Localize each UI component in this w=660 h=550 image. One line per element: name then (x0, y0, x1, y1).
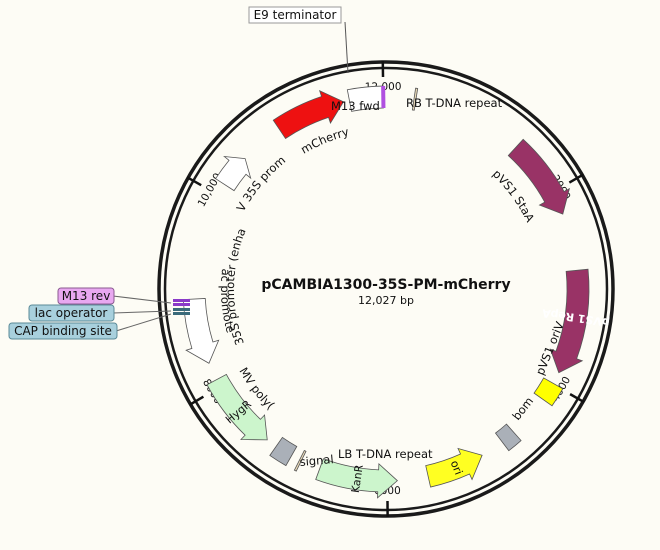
feature-ori (425, 447, 483, 488)
feature-bom (494, 423, 522, 452)
signal-label: signal (299, 452, 334, 469)
mcherry-label: mCherry (298, 125, 350, 157)
cap-binding-flag (8, 322, 118, 340)
cap-site-leader (115, 313, 172, 332)
tick-8000 (188, 395, 205, 406)
lac-operator-leader (112, 310, 172, 314)
feature-kanr (315, 458, 398, 499)
e9-box (248, 6, 342, 24)
tick-2000 (568, 173, 584, 184)
m13-fwd-label: M13 fwd (331, 99, 380, 113)
feature-repa (549, 268, 590, 374)
left-flags: M13 rev lac operator CAP binding site (8, 287, 190, 340)
feature-rb (411, 87, 419, 111)
m13-rev-mark (173, 299, 190, 302)
tick-4000 (569, 393, 585, 404)
feature-signal (269, 436, 298, 467)
feature-camv35sp (215, 155, 252, 192)
plasmid-name: pCAMBIA1300-35S-PM-mCherry (261, 277, 510, 293)
m13-rev-flag (57, 287, 115, 305)
e9-terminator-label: E9 terminator (254, 8, 337, 22)
backbone-outer-ring (157, 60, 615, 518)
plasmid-size: 12,027 bp (358, 294, 414, 307)
kanr-label: KanR (349, 464, 366, 494)
lb-tdna-label: LB T-DNA repeat (338, 447, 433, 461)
cap-site-mark (173, 312, 190, 315)
lac-operator-label: lac operator (35, 306, 108, 320)
feature-hygr (206, 373, 268, 441)
lac-operator-flag (28, 304, 115, 322)
tick-10000 (186, 176, 202, 187)
lac-operator-mark (173, 308, 190, 311)
rb-tdna-label: RB T-DNA repeat (406, 96, 503, 110)
backbone-inner-ring (163, 66, 609, 512)
feature-stas (507, 138, 570, 215)
m13-rev-label: M13 rev (62, 289, 111, 303)
ori-label: ori (448, 459, 465, 477)
camv-35s-promoter-label: CaMV 35S promoter (0, 0, 288, 214)
bom-label: bom (509, 394, 536, 423)
feature-camv35s (182, 298, 220, 364)
feature-mcherry (272, 90, 345, 140)
m13-rev-leader (112, 295, 172, 304)
cap-binding-label: CAP binding site (14, 324, 112, 338)
feature-oriv (533, 377, 564, 407)
e9-leader-line (344, 21, 349, 74)
feature-lb (293, 449, 307, 472)
m13-rev-mark-2 (173, 303, 190, 306)
